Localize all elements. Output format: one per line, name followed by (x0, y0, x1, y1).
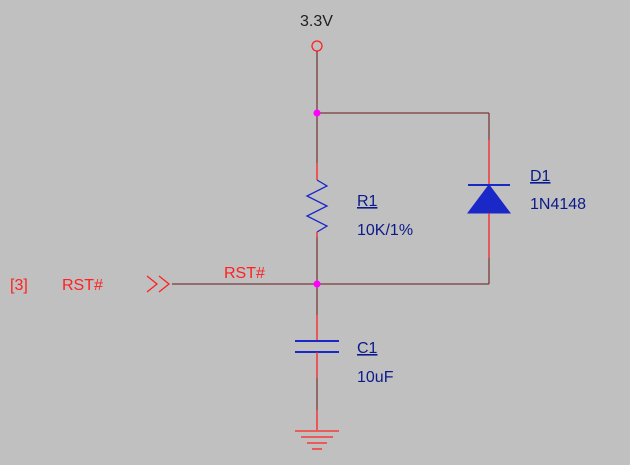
net-label-rst: RST# (224, 265, 265, 282)
power-label: 3.3V (300, 13, 333, 30)
r1-ref: R1 (357, 193, 378, 210)
c1-value: 10uF (357, 369, 394, 386)
junction-dot-rst (313, 280, 321, 288)
capacitor-c1[interactable] (295, 315, 339, 378)
resistor-r1[interactable] (305, 163, 329, 237)
c1-ref: C1 (357, 340, 378, 357)
offsheet-name: RST# (62, 277, 103, 294)
power-port-icon (311, 40, 323, 52)
offsheet-ref: [3] (10, 277, 28, 294)
junction-dot-top (313, 109, 321, 117)
diode-d1[interactable] (467, 140, 511, 258)
d1-ref: D1 (530, 168, 551, 185)
ground-icon (295, 410, 339, 450)
d1-value: 1N4148 (530, 196, 586, 213)
r1-value: 10K/1% (357, 222, 413, 239)
offsheet-connector-icon[interactable] (146, 275, 171, 293)
